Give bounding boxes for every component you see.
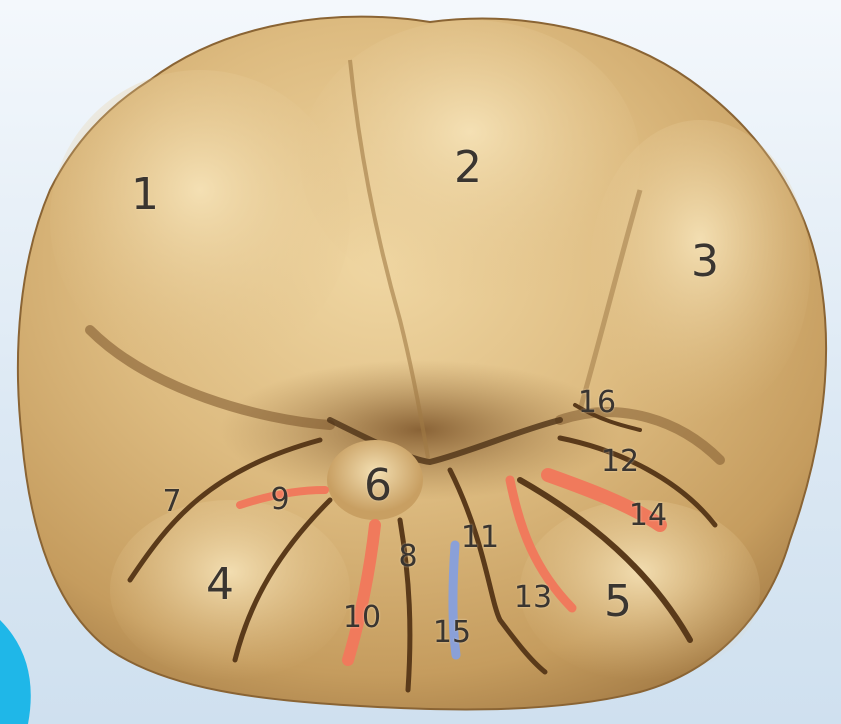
label-11: 11 [461, 523, 499, 553]
label-8: 8 [398, 542, 417, 572]
label-1: 1 [131, 173, 159, 217]
label-6: 6 [364, 464, 392, 508]
label-7: 7 [162, 487, 181, 517]
label-15: 15 [433, 618, 471, 648]
label-12: 12 [601, 447, 639, 477]
label-3: 3 [691, 240, 719, 284]
label-9: 9 [270, 485, 289, 515]
cusp-1-highlight [50, 70, 350, 370]
label-2: 2 [454, 146, 482, 190]
label-10: 10 [343, 603, 381, 633]
label-5: 5 [604, 580, 632, 624]
corner-accent [0, 620, 31, 724]
label-4: 4 [206, 563, 234, 607]
label-13: 13 [514, 583, 552, 613]
label-14: 14 [629, 501, 667, 531]
label-16: 16 [578, 388, 616, 418]
